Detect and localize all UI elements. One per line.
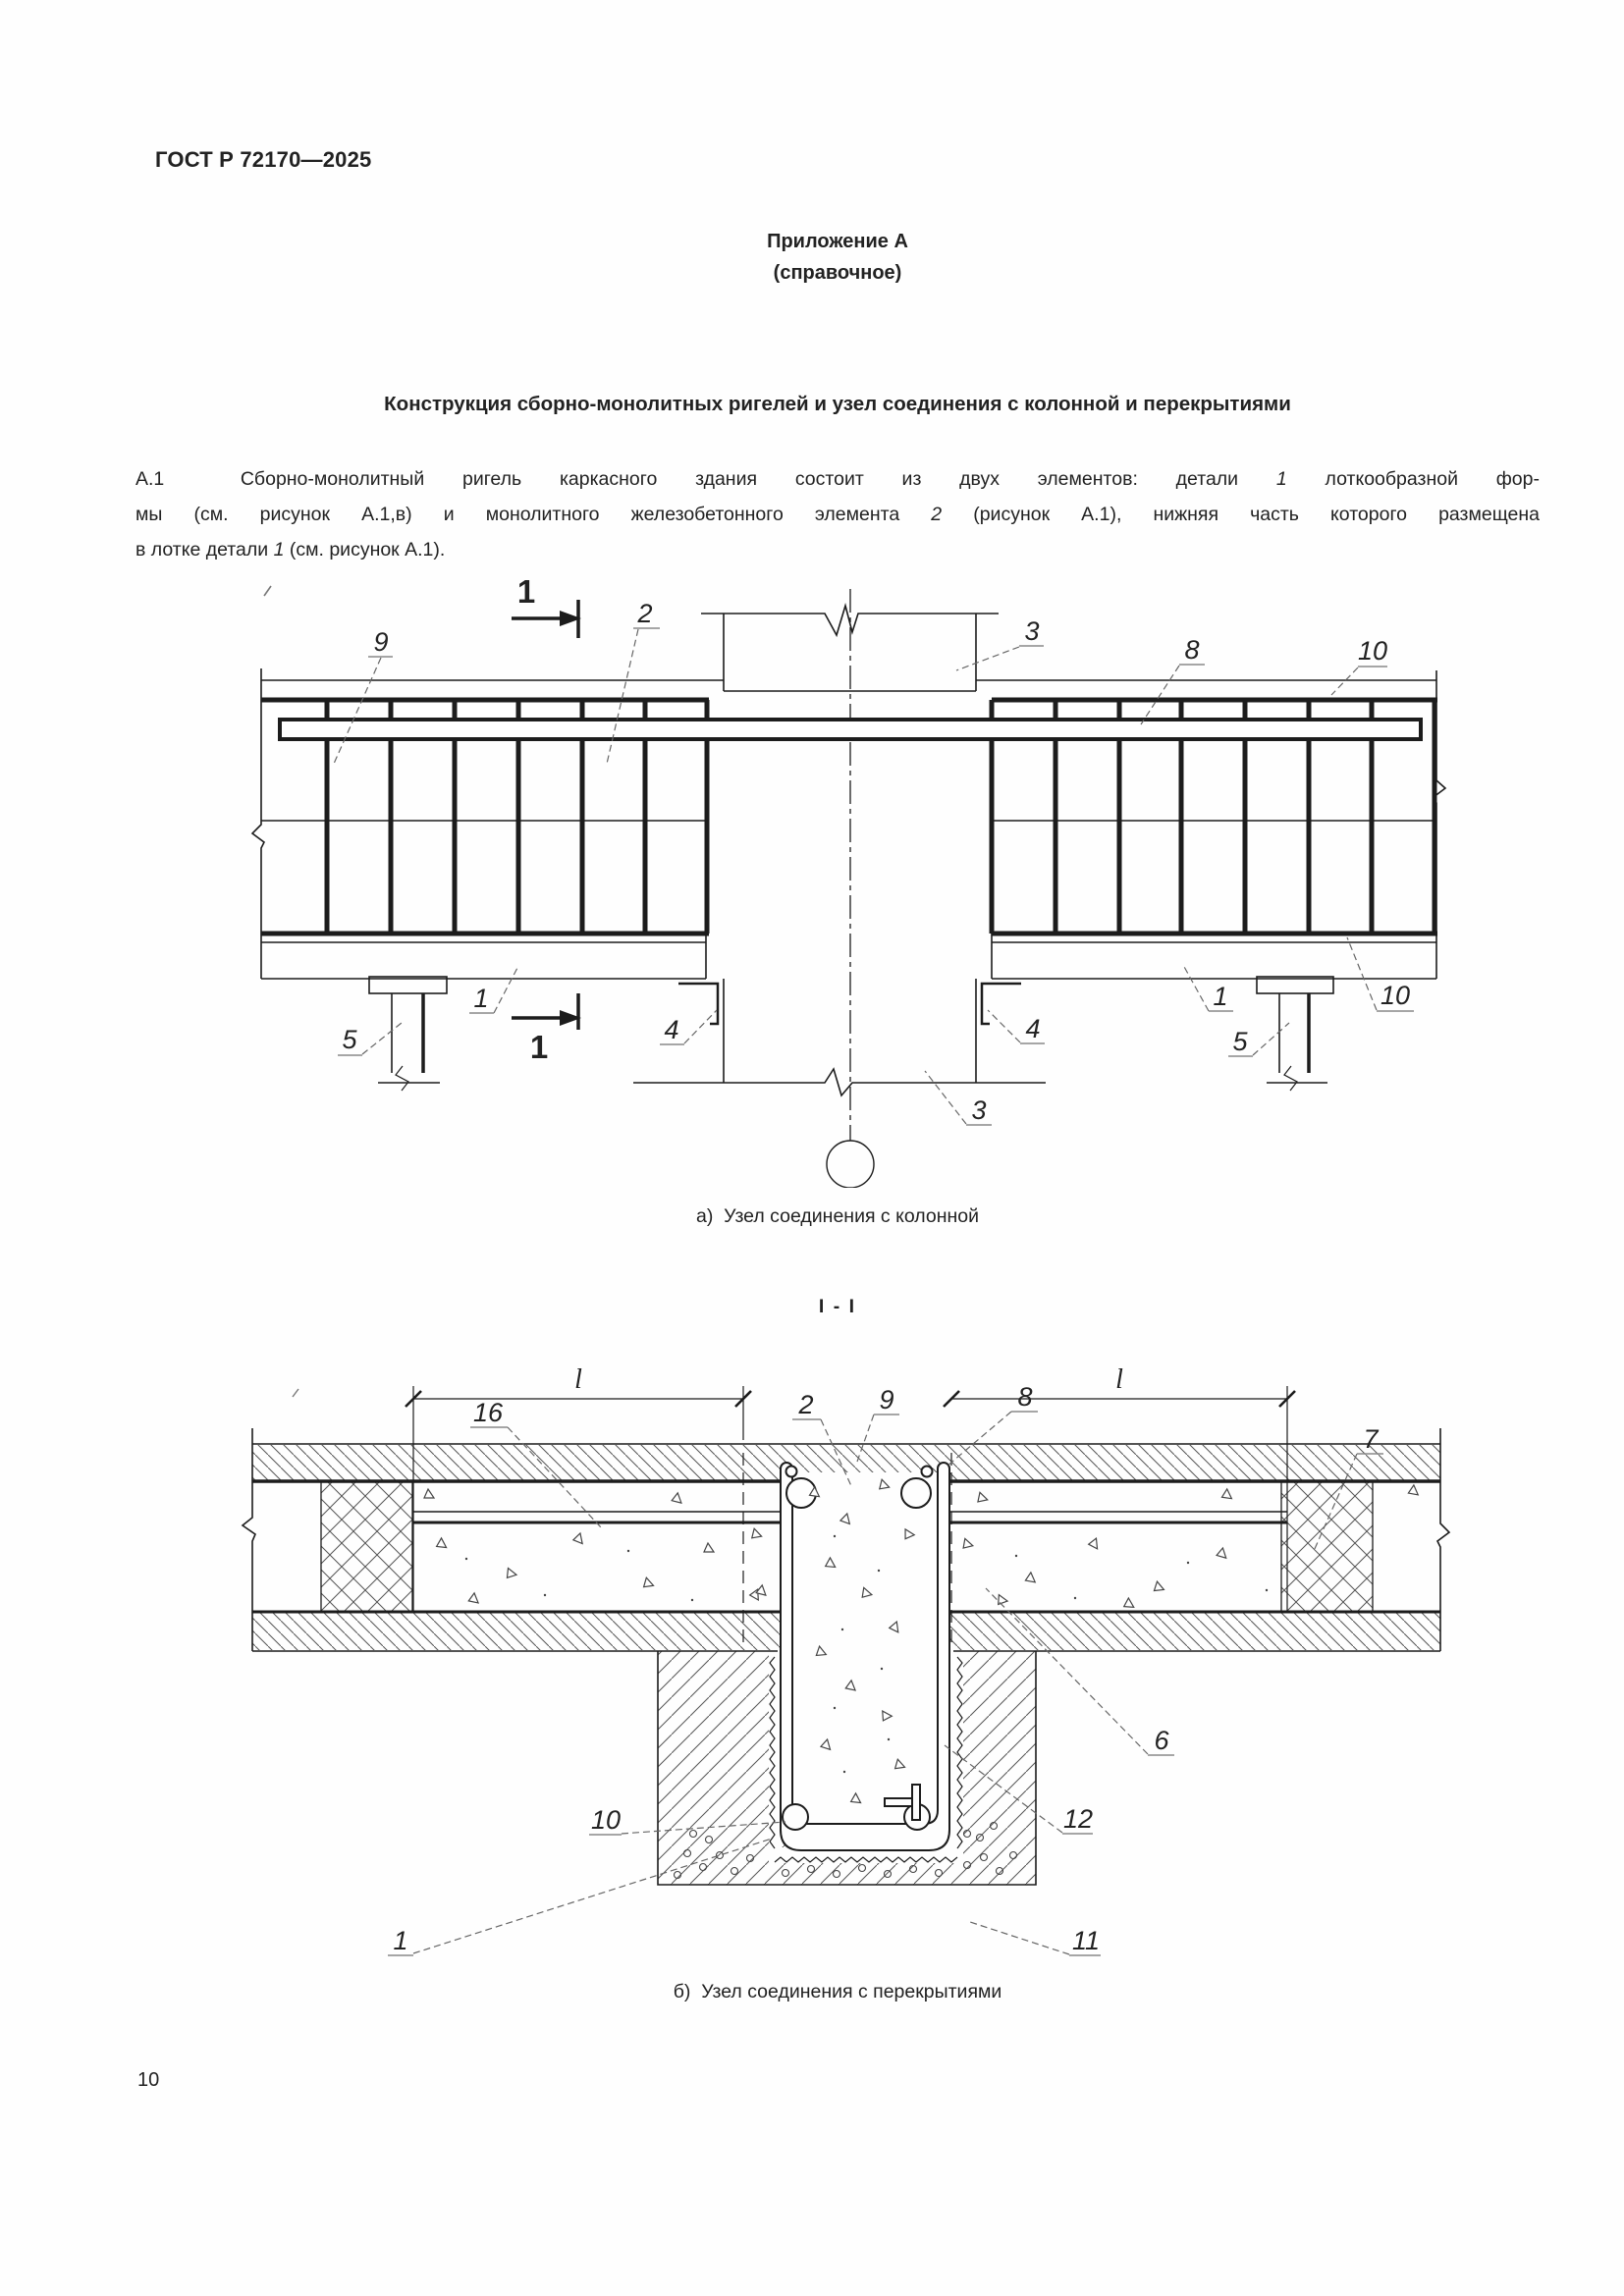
appendix-note: (справочное) [773, 262, 902, 284]
label-pos9: 9 [373, 627, 388, 657]
label-pos8: 8 [1184, 635, 1199, 665]
scan-artifact-b [292, 1388, 299, 1398]
appendix-label: Приложение А [767, 231, 908, 252]
section-cut-number-bottom: 1 [530, 1029, 548, 1065]
left-break-edge [250, 668, 266, 979]
label-pos6: 6 [1154, 1726, 1169, 1755]
column-top [701, 603, 999, 692]
label-pos5-left: 5 [342, 1025, 357, 1054]
dim-label-left: l [574, 1364, 582, 1395]
figure-title: Конструкция сборно-монолитных ригелей и … [384, 393, 1291, 415]
label-pos2: 2 [636, 599, 652, 628]
right-break-edge-b [1435, 1428, 1451, 1651]
section-cut-number-top: 1 [517, 573, 535, 610]
label-pos3-bottom: 3 [971, 1095, 986, 1125]
label-pos16: 16 [473, 1398, 504, 1427]
label-pos5-right: 5 [1232, 1027, 1248, 1056]
label-pos1-left: 1 [473, 984, 488, 1013]
column-outline-b [657, 1651, 1037, 1886]
paragraph-line-2: мы (см. рисунок А.1,в) и монолитного жел… [135, 504, 1541, 525]
label-pos8-b: 8 [1017, 1382, 1032, 1412]
figure-a-caption: а) Узел соединения с колонной [695, 1205, 979, 1227]
right-console [980, 982, 1021, 1026]
column-bottom [633, 979, 1046, 1097]
dim-label-right: l [1115, 1364, 1123, 1395]
right-insulation-block [1280, 1480, 1374, 1613]
label-pos11: 11 [1072, 1926, 1100, 1955]
section-mark-top [512, 600, 581, 638]
section-i-i-title: I - I [818, 1296, 857, 1317]
standard-number: ГОСТ Р 72170—2025 [155, 147, 372, 172]
section-mark-bottom [512, 993, 581, 1030]
dimension-left [405, 1386, 752, 1649]
label-pos4-right: 4 [1025, 1014, 1040, 1043]
label-pos10-b: 10 [591, 1805, 621, 1835]
concrete-dots [464, 1534, 1269, 1774]
label-pos2-b: 2 [797, 1390, 813, 1419]
left-console [678, 982, 720, 1026]
serrated-joint [769, 1656, 963, 1863]
label-pos10-top: 10 [1358, 636, 1387, 666]
label-underlines [338, 627, 1414, 1126]
label-underlines-b [388, 1411, 1383, 1956]
left-soffit-hatch [252, 1613, 781, 1650]
label-pos12: 12 [1063, 1804, 1093, 1834]
label-pos7: 7 [1363, 1424, 1379, 1454]
right-soffit-hatch [950, 1613, 1440, 1650]
left-rebar-cage [261, 697, 710, 936]
left-break-edge-b [241, 1428, 256, 1651]
figure-b-drawing: l l 16 2 9 8 7 6 12 11 10 1 [241, 1364, 1451, 1956]
label-pos10-bottom: 10 [1380, 981, 1410, 1010]
label-pos9-b: 9 [879, 1385, 893, 1415]
paragraph-line-3: в лотке детали 1 (см. рисунок А.1). [135, 539, 446, 561]
right-hanger [1256, 976, 1334, 1092]
figure-a-drawing: 1 1 2 9 3 8 10 1 5 4 4 3 1 10 5 [250, 573, 1447, 1188]
dimension-right [943, 1386, 1296, 1649]
axis-circle [826, 1140, 875, 1188]
longitudinal-bar [278, 718, 1423, 741]
label-pos1-b: 1 [393, 1926, 407, 1955]
appendix-heading: Приложение А (справочное) [135, 226, 1540, 289]
figure-b-caption: б) Узел соединения с перекрытиями [673, 1981, 1002, 2002]
left-hanger [368, 976, 448, 1092]
label-pos3-top: 3 [1024, 616, 1039, 646]
scan-artifact [263, 585, 272, 597]
page-number: 10 [137, 2069, 160, 2091]
paragraph-a1: А.1 Сборно-монолитный ригель каркасного … [135, 461, 1540, 567]
mortar-bubbles [673, 1821, 1018, 1880]
left-insulation-block [320, 1480, 413, 1613]
trough-bottom [261, 934, 1436, 980]
leader-lines-b [412, 1411, 1358, 1955]
paragraph-line-1: А.1 Сборно-монолитный ригель каркасного … [135, 468, 1540, 490]
label-pos4-left: 4 [664, 1015, 678, 1044]
rebar-sections [782, 1465, 934, 1831]
right-rebar-cage [989, 697, 1437, 936]
leader-lines [333, 628, 1378, 1125]
label-pos1-right: 1 [1213, 982, 1227, 1011]
